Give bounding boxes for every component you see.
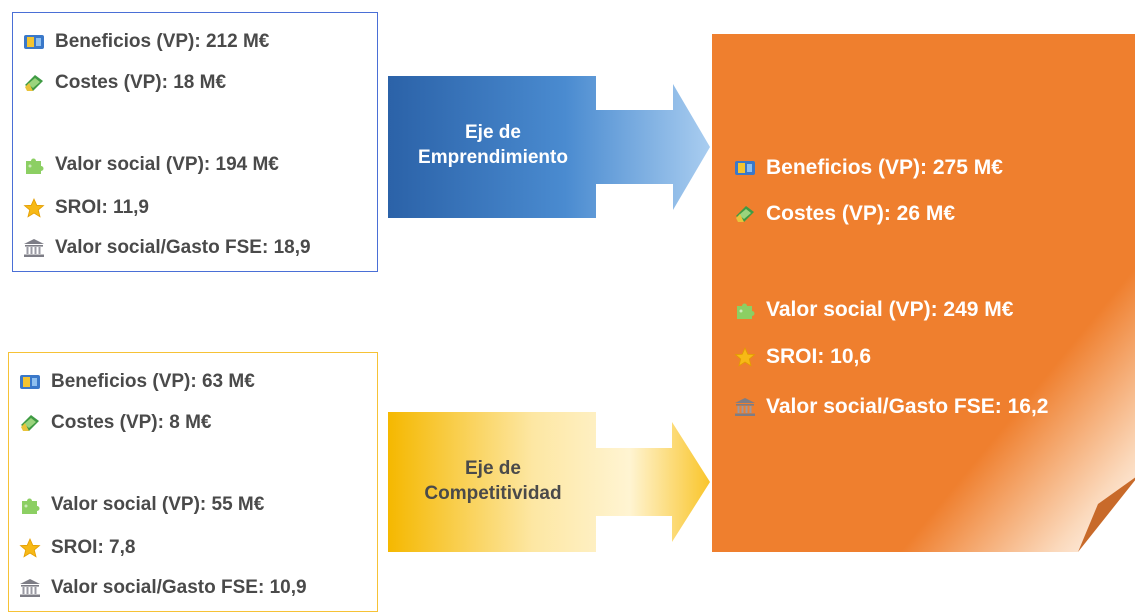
- emprendimiento-arrow-label: Eje de Emprendimiento: [388, 120, 598, 170]
- gasto-fse-text: Valor social/Gasto FSE: 10,9: [51, 577, 307, 598]
- gasto-fse-row: Valor social/Gasto FSE: 18,9: [23, 237, 311, 259]
- valor-social-row: Valor social (VP): 249 M€: [734, 298, 1013, 322]
- puzzle-icon: [734, 300, 756, 320]
- costes-text: Costes (VP): 8 M€: [51, 412, 212, 433]
- money-icon: [734, 158, 756, 178]
- money-icon: [23, 32, 45, 52]
- arrow-label-line-2: Competitividad: [424, 483, 562, 504]
- money-icon: [19, 372, 41, 392]
- puzzle-icon: [19, 495, 41, 515]
- sroi-text: SROI: 11,9: [55, 197, 149, 218]
- cash-icon: [23, 73, 45, 93]
- costes-row: Costes (VP): 26 M€: [734, 202, 955, 226]
- costes-text: Costes (VP): 18 M€: [55, 72, 227, 93]
- blue-arrow-shape: [388, 76, 710, 218]
- yellow-arrow-shape: [388, 412, 710, 552]
- gasto-fse-row: Valor social/Gasto FSE: 10,9: [19, 577, 307, 599]
- sroi-text: SROI: 7,8: [51, 537, 136, 558]
- valor-social-text: Valor social (VP): 194 M€: [55, 154, 279, 175]
- total-results-box: Beneficios (VP): 275 M€ Costes (VP): 26 …: [712, 34, 1135, 552]
- valor-social-row: Valor social (VP): 55 M€: [19, 494, 264, 516]
- sroi-row: SROI: 10,6: [734, 345, 871, 369]
- bank-icon: [734, 397, 756, 417]
- arrow-label-line-1: Eje de: [465, 122, 521, 143]
- bank-icon: [23, 238, 45, 258]
- costes-row: Costes (VP): 8 M€: [19, 412, 211, 434]
- costes-row: Costes (VP): 18 M€: [23, 72, 226, 94]
- emprendimiento-results-box: Beneficios (VP): 212 M€ Costes (VP): 18 …: [12, 12, 378, 272]
- competitividad-results-box: Beneficios (VP): 63 M€ Costes (VP): 8 M€…: [8, 352, 378, 612]
- sroi-row: SROI: 7,8: [19, 537, 135, 559]
- competitividad-arrow: Eje de Competitividad: [388, 412, 710, 552]
- valor-social-text: Valor social (VP): 55 M€: [51, 494, 265, 515]
- gasto-fse-row: Valor social/Gasto FSE: 16,2: [734, 395, 1048, 419]
- valor-social-text: Valor social (VP): 249 M€: [766, 298, 1014, 321]
- star-icon: [734, 347, 756, 367]
- valor-social-row: Valor social (VP): 194 M€: [23, 154, 279, 176]
- sroi-text: SROI: 10,6: [766, 345, 872, 368]
- cash-icon: [734, 204, 756, 224]
- beneficios-text: Beneficios (VP): 275 M€: [766, 156, 1003, 179]
- bank-icon: [19, 578, 41, 598]
- beneficios-row: Beneficios (VP): 212 M€: [23, 31, 269, 53]
- beneficios-text: Beneficios (VP): 212 M€: [55, 31, 270, 52]
- competitividad-arrow-label: Eje de Competitividad: [388, 456, 598, 506]
- gasto-fse-text: Valor social/Gasto FSE: 16,2: [766, 395, 1049, 418]
- star-icon: [19, 538, 41, 558]
- sroi-row: SROI: 11,9: [23, 197, 149, 219]
- beneficios-row: Beneficios (VP): 63 M€: [19, 371, 255, 393]
- gasto-fse-text: Valor social/Gasto FSE: 18,9: [55, 237, 311, 258]
- orange-note-shape: [712, 34, 1135, 552]
- costes-text: Costes (VP): 26 M€: [766, 202, 956, 225]
- puzzle-icon: [23, 155, 45, 175]
- emprendimiento-arrow: Eje de Emprendimiento: [388, 76, 710, 218]
- beneficios-row: Beneficios (VP): 275 M€: [734, 156, 1003, 180]
- star-icon: [23, 198, 45, 218]
- arrow-label-line-2: Emprendimiento: [418, 147, 568, 168]
- cash-icon: [19, 413, 41, 433]
- arrow-label-line-1: Eje de: [465, 458, 521, 479]
- beneficios-text: Beneficios (VP): 63 M€: [51, 371, 255, 392]
